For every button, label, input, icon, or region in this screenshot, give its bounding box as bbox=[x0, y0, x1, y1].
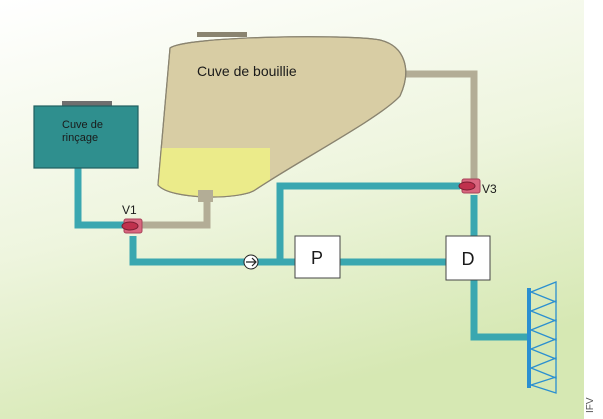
distributor: D bbox=[445, 235, 491, 281]
distributor-label: D bbox=[462, 249, 475, 269]
rinse-tank-label-line1: Cuve de bbox=[62, 119, 103, 131]
water-pipes bbox=[74, 166, 530, 341]
rinse-tank-filler-cap bbox=[62, 101, 112, 106]
return-pipe bbox=[392, 70, 478, 185]
main-tank-filler-cap bbox=[197, 32, 247, 37]
flow-indicator-icon bbox=[243, 254, 259, 270]
suction-pipe bbox=[135, 192, 211, 229]
pump-label: P bbox=[311, 248, 323, 268]
valve-v3: V3 bbox=[458, 178, 497, 196]
rinse-tank: Cuve de rinçage bbox=[33, 101, 139, 169]
valve-v3-label: V3 bbox=[482, 182, 497, 196]
main-tank: Cuve de bouillie bbox=[157, 32, 407, 202]
image-credit-text: IFV bbox=[585, 397, 596, 413]
valve-v1: V1 bbox=[121, 203, 143, 234]
valve-v1-label: V1 bbox=[122, 203, 137, 217]
pump: P bbox=[294, 235, 341, 279]
main-tank-label: Cuve de bouillie bbox=[197, 63, 297, 79]
nozzle-icons bbox=[528, 281, 557, 394]
diagram-panel: Cuve de bouillie Cuve de rinçage V1 V3 P… bbox=[0, 0, 584, 419]
rinse-tank-label-line2: rinçage bbox=[62, 132, 98, 144]
main-tank-outlet bbox=[198, 190, 213, 202]
spray-boom bbox=[527, 281, 557, 394]
image-credit: IFV bbox=[585, 393, 599, 413]
